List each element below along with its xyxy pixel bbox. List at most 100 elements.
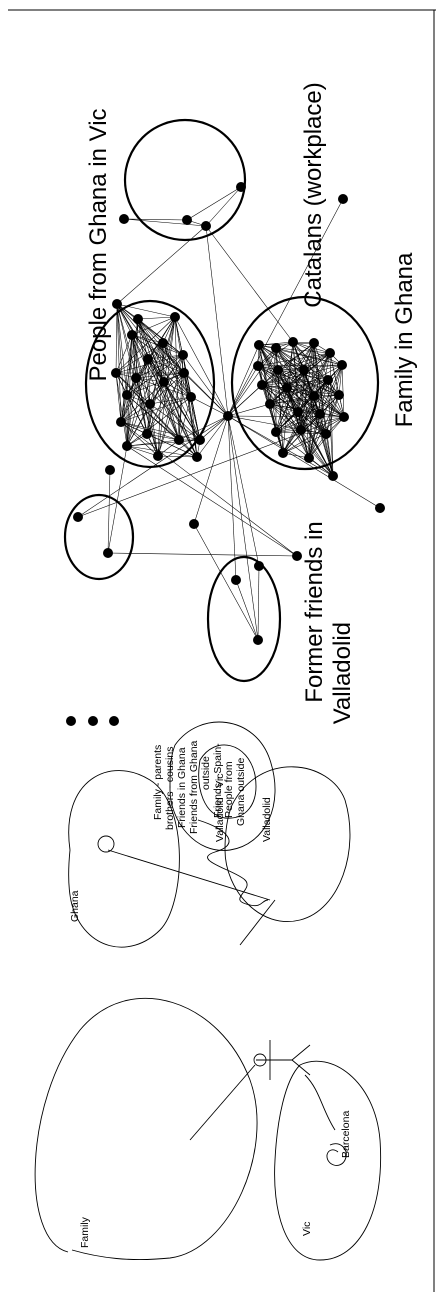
network-edge xyxy=(163,381,201,441)
network-edge xyxy=(257,565,260,641)
network-edge xyxy=(341,364,345,418)
network-node xyxy=(337,360,347,370)
network-node xyxy=(292,551,302,561)
network-edge xyxy=(147,358,185,374)
network-node xyxy=(195,435,205,445)
sketch-ego-to-vic xyxy=(304,1074,336,1131)
network-edge xyxy=(131,334,148,435)
network-edge xyxy=(126,445,159,457)
network-edge xyxy=(135,377,148,435)
network-edge xyxy=(174,316,229,417)
cluster-catalans xyxy=(123,118,247,242)
sketch-wavy-line xyxy=(197,819,269,907)
sketch-label-ghana-outside: Ghana outside xyxy=(235,758,247,826)
network-edge xyxy=(163,381,180,441)
network-node xyxy=(325,348,335,358)
network-node xyxy=(254,561,264,571)
network-edge xyxy=(116,303,128,396)
network-edge xyxy=(157,455,198,458)
network-edge xyxy=(258,344,277,433)
network-edge xyxy=(261,352,331,386)
network-edge xyxy=(149,396,192,405)
network-node xyxy=(271,343,281,353)
network-node xyxy=(178,350,188,360)
network-node xyxy=(133,314,143,324)
network-edge xyxy=(308,395,315,459)
network-edge xyxy=(319,364,343,415)
sketch-label-ghana: Ghana xyxy=(69,890,81,922)
network-edge xyxy=(261,342,315,386)
cluster-small-left xyxy=(63,493,135,581)
network-node xyxy=(299,365,309,375)
network-edge xyxy=(190,396,198,458)
network-edge xyxy=(300,429,334,477)
network-edge xyxy=(319,413,334,477)
network-edge xyxy=(115,334,133,374)
network-node xyxy=(103,548,113,558)
network-node xyxy=(339,412,349,422)
network-node xyxy=(315,409,325,419)
network-edge xyxy=(303,369,327,435)
network-diagram: Catalans (workplace) People from Ghana i… xyxy=(63,82,418,724)
network-edge xyxy=(292,341,343,366)
network-edge xyxy=(282,416,345,454)
network-edge xyxy=(123,218,207,227)
label-catalans: Catalans (workplace) xyxy=(300,82,327,307)
network-edge xyxy=(115,342,164,374)
network-edge xyxy=(137,318,149,360)
sketch-outside-inner-loop xyxy=(198,744,257,819)
network-edge xyxy=(115,372,122,423)
network-edge xyxy=(282,341,294,454)
sketch-valladolid-link xyxy=(239,899,276,946)
network-edge xyxy=(261,384,345,418)
network-edge xyxy=(258,344,345,418)
network-node xyxy=(282,383,292,393)
label-people-ghana-vic: People from Ghana in Vic xyxy=(85,108,112,381)
network-edge xyxy=(135,377,192,398)
sketch-label-valladolid-vic: Valladolid - Vic xyxy=(214,774,226,842)
legend-line: Friends - Spain- xyxy=(212,743,224,818)
network-edge xyxy=(120,381,165,423)
cluster-former-friends xyxy=(206,555,282,683)
network-edge xyxy=(182,354,229,417)
network-edge xyxy=(147,354,184,360)
network-node xyxy=(145,399,155,409)
network-node xyxy=(223,411,233,421)
label-former-friends-line1: Former friends in xyxy=(301,521,328,702)
network-edge xyxy=(227,415,345,418)
network-edge xyxy=(275,347,331,354)
legend-line: outside xyxy=(200,756,212,790)
network-node xyxy=(182,215,192,225)
network-node xyxy=(375,503,385,513)
network-edge xyxy=(205,225,229,417)
network-edge xyxy=(147,358,151,405)
network-edge xyxy=(269,364,343,405)
network-edge xyxy=(227,347,277,417)
network-edge xyxy=(163,381,192,398)
network-edge xyxy=(115,372,151,405)
network-edge xyxy=(131,334,137,379)
network-edge xyxy=(308,413,321,459)
network-edge xyxy=(205,186,242,227)
network-node xyxy=(170,312,180,322)
network-edge xyxy=(115,303,118,374)
network-edge xyxy=(286,387,334,477)
cluster-family-ghana xyxy=(230,295,380,471)
network-edge xyxy=(137,318,184,356)
network-node xyxy=(321,429,331,439)
network-edge xyxy=(147,358,192,398)
sketch-ghana-link xyxy=(107,849,271,901)
legend-line: brothers - cousins xyxy=(164,747,176,830)
network-node xyxy=(334,390,344,400)
sketch-legend: Family - parents brothers - cousins Frie… xyxy=(152,740,224,834)
network-node xyxy=(122,441,132,451)
network-edge xyxy=(227,403,271,417)
network-edge xyxy=(149,403,159,457)
network-edge xyxy=(275,369,305,433)
sketch-ego-to-family xyxy=(189,1064,256,1141)
network-node xyxy=(143,354,153,364)
network-node xyxy=(271,427,281,437)
network-edge xyxy=(313,395,345,418)
network-edge xyxy=(269,403,334,477)
